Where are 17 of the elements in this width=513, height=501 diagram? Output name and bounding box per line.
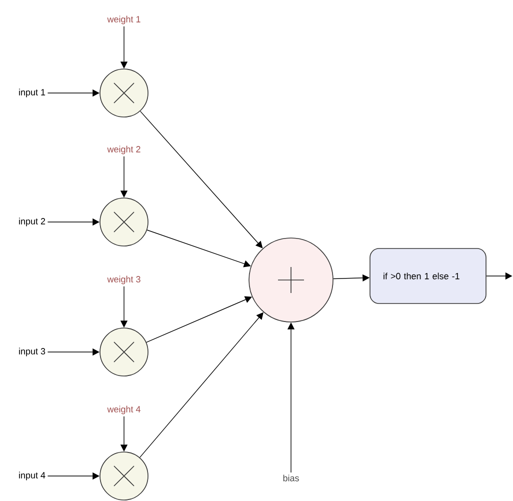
weight-label: weight 3	[107, 276, 140, 284]
decision-box: if >0 then 1 else -1	[370, 248, 486, 304]
multiply-node	[100, 68, 148, 118]
multiply-node	[100, 328, 148, 376]
input-label: input 4	[19, 472, 46, 480]
weight-label: weight 1	[107, 16, 140, 24]
bias-label: bias	[283, 474, 299, 482]
input-label: input 1	[19, 88, 46, 98]
input-label: input 3	[19, 348, 46, 356]
multiply-node	[100, 198, 148, 246]
arrow	[146, 230, 251, 268]
multiply-node	[100, 452, 148, 500]
weight-label: weight 4	[107, 406, 140, 414]
input-label: input 2	[19, 218, 46, 226]
sum-node	[248, 238, 334, 322]
arrow	[140, 110, 263, 248]
weight-label: weight 2	[107, 146, 140, 154]
